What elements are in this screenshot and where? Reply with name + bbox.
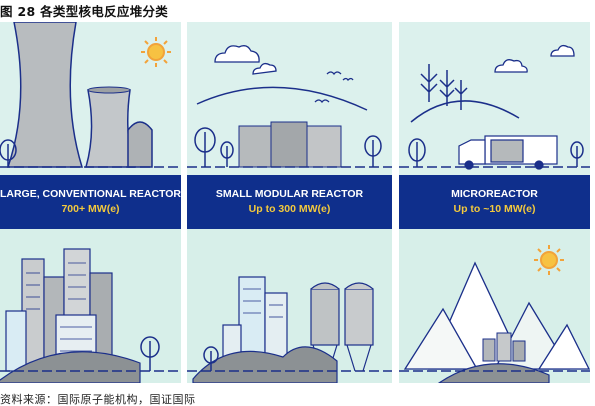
- cloud-icon: [550, 44, 575, 57]
- panel-caption-band: LARGE, CONVENTIONAL REACTOR 700+ MW(e): [0, 175, 181, 229]
- modular-reactor-illustration: [187, 45, 392, 168]
- panel-large-reactor: LARGE, CONVENTIONAL REACTOR 700+ MW(e): [0, 22, 181, 383]
- cloud-icon: [214, 45, 260, 63]
- panel-caption-band: SMALL MODULAR REACTOR Up to 300 MW(e): [187, 175, 392, 229]
- reactor-capacity-label: Up to 300 MW(e): [248, 203, 331, 215]
- panel-microreactor: MICROREACTOR Up to ~10 MW(e): [399, 22, 590, 383]
- sun-icon: [141, 37, 171, 67]
- figure-source: 资料来源：国际原子能机构，国证国际: [0, 393, 196, 406]
- reactor-capacity-label: 700+ MW(e): [61, 203, 120, 215]
- cloud-icon: [494, 59, 528, 73]
- panel-bottom-scene: [187, 229, 392, 383]
- sun-icon: [534, 245, 564, 275]
- cloud-icon: [252, 62, 277, 75]
- reactor-type-label: SMALL MODULAR REACTOR: [215, 188, 364, 200]
- panel-bottom-scene: [0, 229, 181, 383]
- reactor-type-label: MICROREACTOR: [451, 188, 538, 200]
- panel-top-scene: [399, 22, 590, 175]
- pine-trees-icon: [420, 64, 468, 110]
- birds-icon: [314, 71, 354, 104]
- cooling-towers-illustration: [0, 22, 181, 168]
- panel-bottom-scene: [399, 229, 590, 383]
- figure-title: 图 28 各类型核电反应堆分类: [0, 4, 169, 19]
- microreactor-truck-illustration: [399, 44, 590, 170]
- city-skyline-illustration: [0, 248, 181, 383]
- panel-caption-band: MICROREACTOR Up to ~10 MW(e): [399, 175, 590, 229]
- town-and-silos-illustration: [187, 276, 392, 383]
- reactor-type-label: LARGE, CONVENTIONAL REACTOR: [0, 188, 181, 200]
- mountain-microreactor-illustration: [399, 245, 590, 383]
- panel-top-scene: [0, 22, 181, 175]
- reactor-capacity-label: Up to ~10 MW(e): [453, 203, 536, 215]
- panel-top-scene: [187, 22, 392, 175]
- panel-small-modular-reactor: SMALL MODULAR REACTOR Up to 300 MW(e): [187, 22, 392, 383]
